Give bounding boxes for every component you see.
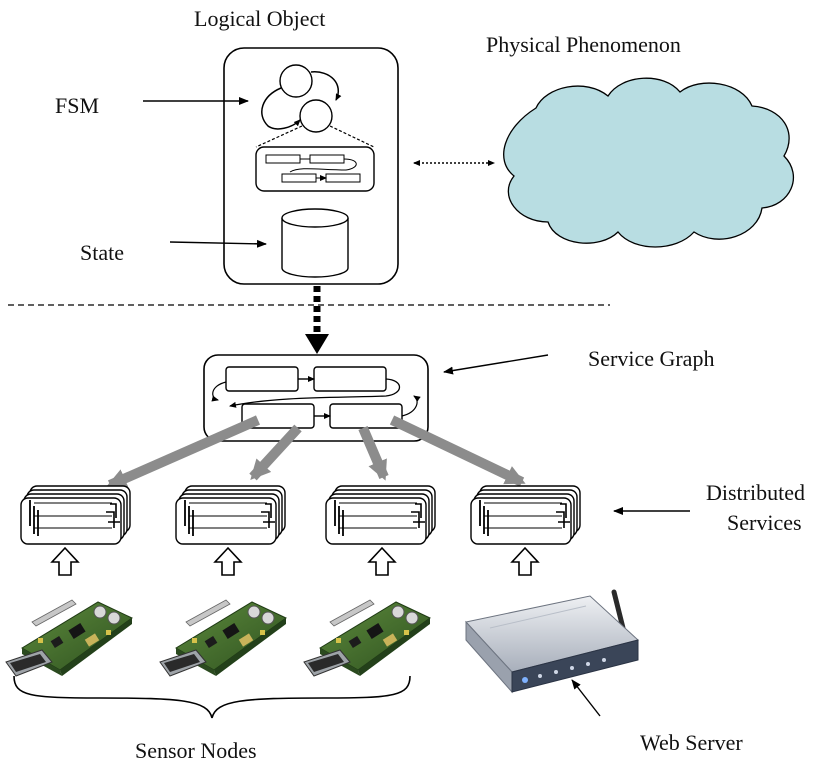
- service-graph-pointer-arrow: [443, 354, 549, 375]
- service-stack-4: [470, 485, 581, 545]
- state-database-icon: [281, 208, 349, 278]
- service-stack-2: [175, 485, 286, 545]
- distributed-services-label-line2: Services: [727, 510, 802, 535]
- fsm-state-2: [299, 99, 333, 133]
- sensor-nodes-brace: [13, 675, 411, 719]
- web-server-router-icon: [465, 589, 640, 694]
- fsm-transition-2: [310, 71, 342, 101]
- distributed-services-label-line1: Distributed: [706, 480, 805, 505]
- sensor-node-2: [159, 599, 287, 677]
- sensor-node-1: [5, 599, 133, 677]
- fsm-state-1: [279, 64, 313, 98]
- web-server-label: Web Server: [640, 730, 743, 755]
- physical-phenomenon-label: Physical Phenomenon: [486, 32, 681, 57]
- fsm-transition-1: [261, 87, 301, 130]
- state-pointer-arrow: [169, 239, 267, 248]
- service-node-1: [225, 366, 299, 392]
- fsm-label: FSM: [55, 93, 100, 118]
- web-server-pointer-arrow: [571, 679, 601, 717]
- sensor-node-3: [303, 599, 431, 677]
- sensor-nodes-label: Sensor Nodes: [135, 738, 257, 763]
- hollow-up-arrows: [50, 546, 540, 576]
- service-stack-1: [20, 485, 131, 545]
- service-graph-label: Service Graph: [588, 346, 715, 371]
- logical-object-label: Logical Object: [194, 6, 326, 31]
- physical-phenomenon-cloud: [503, 77, 795, 248]
- service-stack-3: [325, 485, 436, 545]
- distribution-arrows: [106, 415, 526, 490]
- state-label: State: [80, 240, 124, 265]
- service-node-2: [313, 366, 387, 392]
